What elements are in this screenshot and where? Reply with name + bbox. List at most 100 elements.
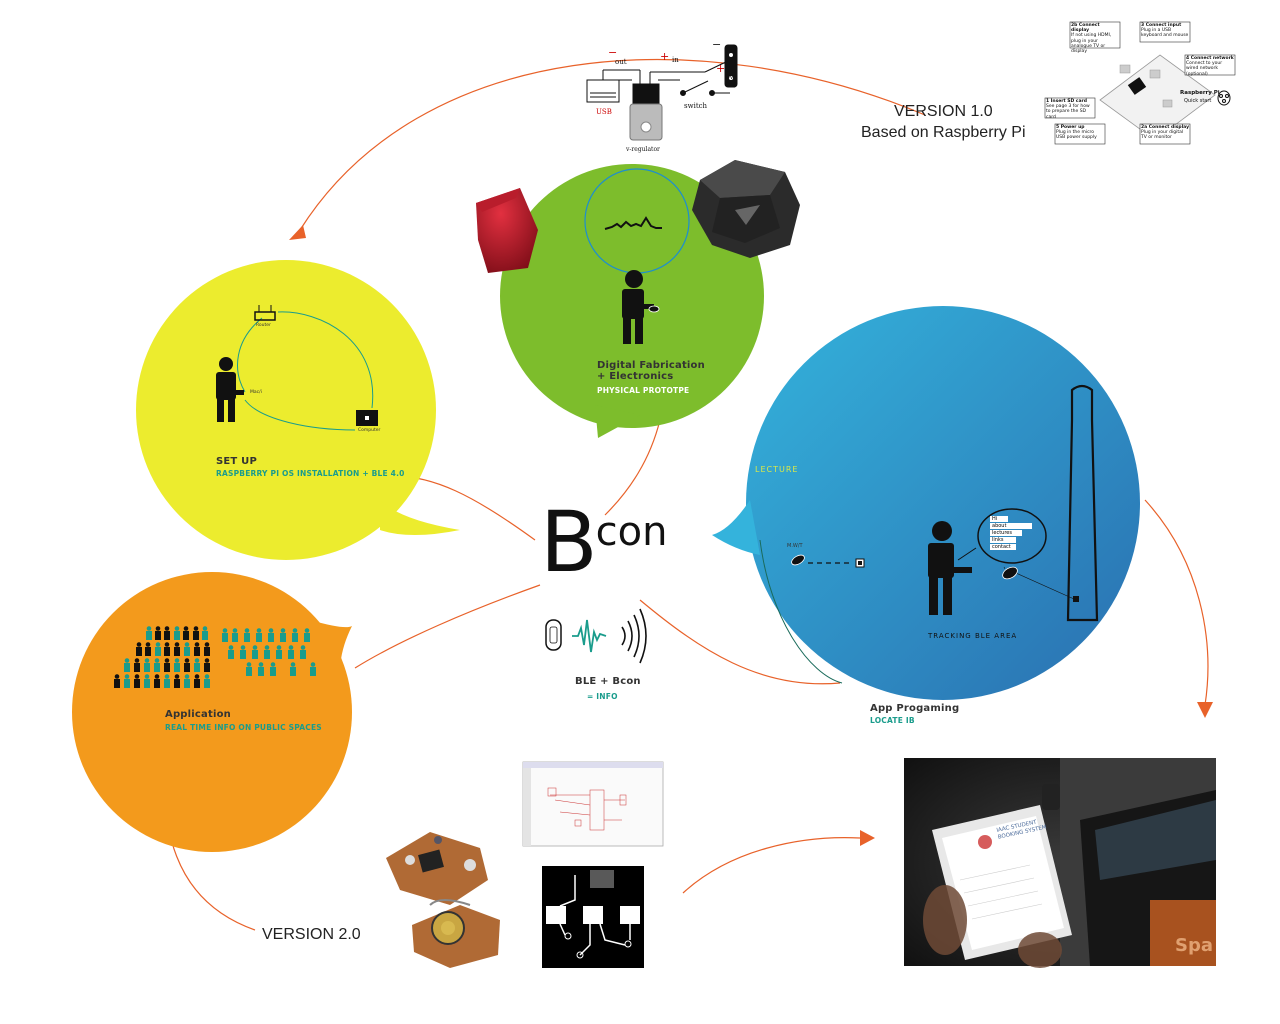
phone-menu-bubble — [977, 508, 1047, 564]
setup-subtitle: RASPBERRY PI OS INSTALLATION + BLE 4.0 — [216, 469, 405, 478]
crowd-person-icon — [134, 674, 140, 688]
crowd-person-icon — [194, 674, 200, 688]
crowd-person-icon — [240, 645, 246, 659]
rpi-step-text: If not using HDMI, plug in your analogue… — [1071, 33, 1112, 54]
arrowhead-setup — [289, 225, 306, 240]
link-fab-to-center — [604, 419, 661, 516]
beacon-device-icon — [1002, 566, 1018, 580]
rpi-step-label: 2b Connect display — [1071, 23, 1100, 34]
rpi-step-label: 1 Insert SD card — [1046, 99, 1087, 104]
ble-title: BLE + Bcon — [575, 676, 641, 687]
crowd-person-icon — [204, 674, 210, 688]
rpi-step-3: 3 Connect input Plug in a USB keyboard a… — [1141, 23, 1189, 39]
rpi-step-text: Connect to your wired network (optional) — [1186, 61, 1223, 77]
crowd-person-icon — [155, 642, 161, 656]
fabrication-bubble — [500, 164, 764, 438]
crowd-person-icon — [280, 628, 286, 642]
crowd-person-icon — [232, 628, 238, 642]
fabrication-subtitle: PHYSICAL PROTOTPE — [597, 386, 690, 395]
rpi-step-text: Plug in a USB keyboard and mouse — [1141, 28, 1189, 39]
application-title: Application — [165, 709, 231, 720]
crowd-person-icon — [144, 658, 150, 672]
ble-icons — [545, 608, 647, 664]
crowd-person-icon — [304, 628, 310, 642]
crowd-person-icon — [183, 626, 189, 640]
version1-caption-line2: Based on Raspberry Pi — [861, 124, 1026, 141]
crowd-person-icon — [256, 628, 262, 642]
rpi-step-text: Plug in the micro USB power supply — [1056, 130, 1097, 141]
crowd-person-icon — [288, 645, 294, 659]
crowd-person-icon — [264, 645, 270, 659]
crowd-person-icon — [184, 674, 190, 688]
app-tracking-label: TRACKING BLE AREA — [928, 632, 1018, 640]
rpi-guide-title: Raspberry Pi — [1180, 90, 1220, 96]
rpi-step-text: See page 3 for how to prepare the SD car… — [1046, 104, 1090, 120]
arrowhead-photo-left — [860, 830, 875, 846]
clip-icon — [724, 44, 738, 88]
crowd-person-icon — [114, 674, 120, 688]
setup-computer-label: Computer — [358, 428, 381, 433]
rpi-guide-subtitle: Quick start — [1184, 98, 1212, 104]
crowd-person-icon — [144, 674, 150, 688]
crowd-person-icon — [194, 658, 200, 672]
router-icon — [254, 311, 276, 321]
rpi-step-label: 2a Connect display — [1141, 125, 1190, 130]
crowd-person-icon — [145, 642, 151, 656]
raspberry-logo-icon — [1217, 90, 1231, 106]
app-subtitle: LOCATE IB — [870, 716, 915, 725]
crowd-person-icon — [164, 658, 170, 672]
crowd-person-icon — [155, 626, 161, 640]
bcon-logo: Bcon — [540, 500, 669, 584]
crowd-person-icon — [270, 662, 276, 676]
regulator-icon — [632, 83, 660, 105]
crowd-person-icon — [268, 628, 274, 642]
app-lecture-label: LECTURE — [755, 465, 799, 474]
app-bubble — [712, 306, 1140, 700]
tablet-wall-text: Spa — [1175, 935, 1213, 956]
menu-item: lectures — [990, 530, 1022, 536]
circuit-board-photo — [386, 832, 500, 968]
beacon-device-icon — [791, 554, 805, 566]
circuit-plus-top: + — [660, 50, 670, 63]
app-title: App Progaming — [870, 703, 960, 714]
crowd-person-icon — [124, 658, 130, 672]
pcb-layout-image — [542, 866, 644, 968]
setup-router-label: Router — [256, 323, 271, 328]
crowd-person-icon — [136, 642, 142, 656]
tablet-photo — [904, 758, 1216, 968]
menu-item: contact — [990, 544, 1016, 550]
fabrication-title-line2: + Electronics — [597, 371, 674, 382]
crowd-person-icon — [300, 645, 306, 659]
circuit-plus-right: + — [716, 62, 726, 75]
signal-wave-icon — [572, 619, 607, 653]
rpi-step-label: 3 Connect input — [1141, 23, 1182, 28]
crowd-person-icon — [164, 674, 170, 688]
rpi-step-5: 5 Power up Plug in the micro USB power s… — [1056, 125, 1104, 141]
menu-item: about — [990, 523, 1032, 529]
person-icon — [216, 357, 244, 422]
rpi-step-label: 4 Connect network — [1186, 56, 1234, 61]
crowd-person-icon — [292, 628, 298, 642]
crowd-person-icon — [204, 658, 210, 672]
red-prototype-image — [476, 188, 538, 273]
crowd-person-icon — [310, 662, 316, 676]
circuit-minus-left: − — [608, 46, 618, 59]
crowd-person-icon — [154, 674, 160, 688]
crowd-person-icon — [134, 658, 140, 672]
crowd-person-icon — [193, 626, 199, 640]
circuit-regulator-label: v-regulator — [626, 146, 660, 153]
crowd-person-icon — [228, 645, 234, 659]
version1-caption-line1: VERSION 1.0 — [894, 103, 993, 120]
broadcast-icon — [621, 608, 647, 664]
crowd-person-icon — [204, 642, 210, 656]
setup-title: SET UP — [216, 456, 257, 467]
phone-icon — [545, 619, 562, 651]
crowd-person-icon — [174, 674, 180, 688]
application-subtitle: REAL TIME INFO ON PUBLIC SPACES — [165, 723, 322, 732]
raspberry-pi-guide — [1044, 21, 1236, 145]
crowd-person-icon — [184, 642, 190, 656]
arrow-version1-to-setup — [299, 59, 926, 231]
arrow-app-to-photo — [1144, 499, 1209, 706]
circuit-out-label: out — [615, 58, 627, 66]
